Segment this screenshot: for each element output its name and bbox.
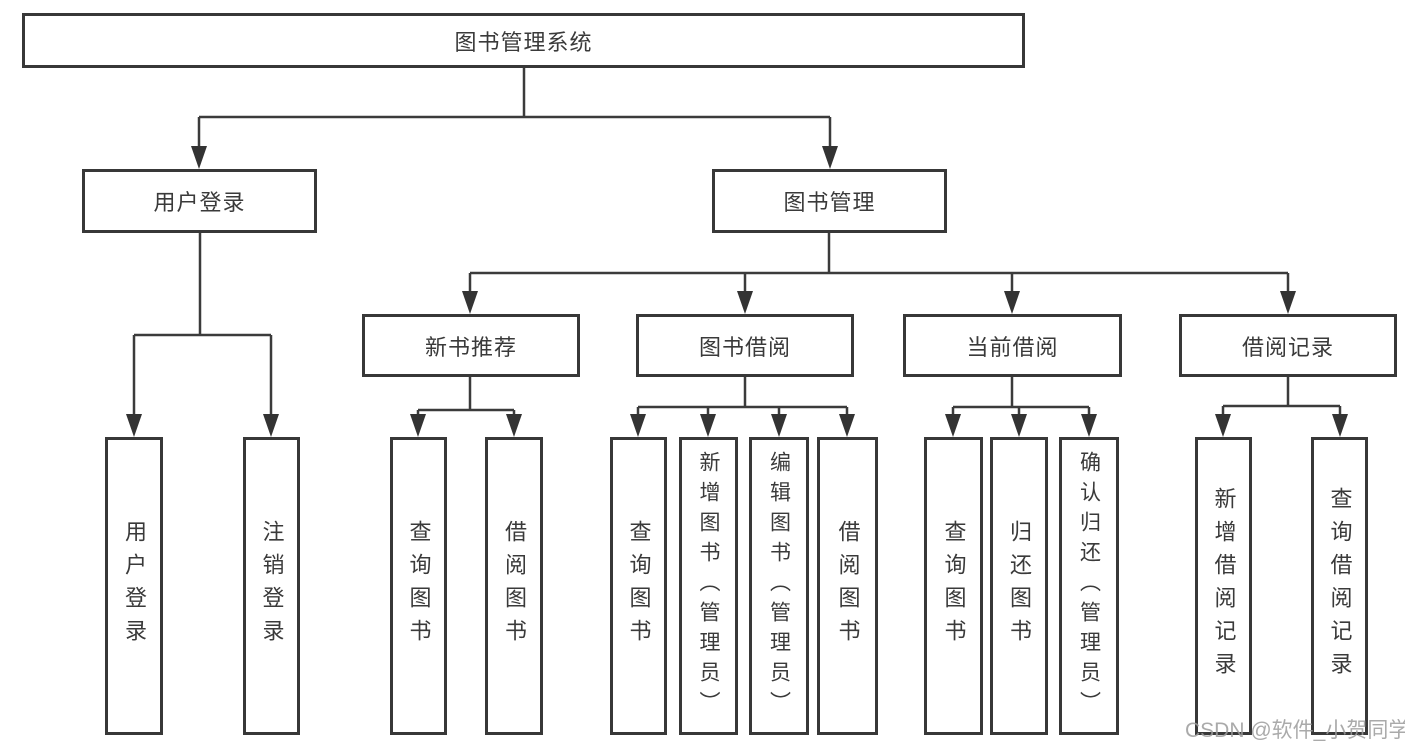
node-user-login: 用户登录 bbox=[82, 169, 317, 233]
leaf-add-borrow-record: 新增借阅记录 bbox=[1195, 437, 1252, 735]
leaf-add-book-admin: 新增图书（管理员） bbox=[679, 437, 738, 735]
node-label: 当前借阅 bbox=[966, 334, 1059, 360]
node-label: 图书管理系统 bbox=[454, 29, 593, 55]
arrowheads bbox=[126, 146, 1348, 437]
leaf-borrow-books-recommend: 借阅图书 bbox=[485, 437, 543, 735]
leaf-label: 编辑图书（管理员） bbox=[767, 451, 791, 721]
node-label: 新书推荐 bbox=[424, 334, 517, 360]
leaf-return-book: 归还图书 bbox=[990, 437, 1048, 735]
node-root-system: 图书管理系统 bbox=[22, 13, 1025, 68]
node-label: 图书借阅 bbox=[698, 334, 791, 360]
leaf-edit-book-admin: 编辑图书（管理员） bbox=[749, 437, 809, 735]
node-label: 借阅记录 bbox=[1241, 334, 1334, 360]
node-label: 图书管理 bbox=[783, 190, 876, 215]
leaf-confirm-return-admin: 确认归还（管理员） bbox=[1059, 437, 1119, 735]
node-book-borrowing: 图书借阅 bbox=[636, 314, 854, 377]
node-borrowing-records: 借阅记录 bbox=[1179, 314, 1397, 377]
node-label: 用户登录 bbox=[153, 190, 246, 215]
leaf-label: 借阅图书 bbox=[502, 520, 527, 652]
leaf-label: 查询图书 bbox=[941, 520, 967, 652]
leaf-label: 查询图书 bbox=[406, 520, 432, 652]
leaf-label: 归还图书 bbox=[1007, 520, 1032, 652]
leaf-user-login: 用户登录 bbox=[105, 437, 163, 735]
leaf-label: 新增借阅记录 bbox=[1211, 487, 1237, 685]
csdn-watermark: CSDN @软件_小贺同学 bbox=[1185, 719, 1405, 742]
leaf-borrow-books: 借阅图书 bbox=[817, 437, 878, 735]
leaf-label: 注销登录 bbox=[259, 520, 285, 652]
leaf-label: 查询借阅记录 bbox=[1327, 487, 1353, 685]
node-current-borrowing: 当前借阅 bbox=[903, 314, 1122, 377]
leaf-label: 查询图书 bbox=[626, 520, 652, 652]
node-new-book-recommendation: 新书推荐 bbox=[362, 314, 580, 377]
leaf-label: 用户登录 bbox=[122, 520, 147, 652]
node-book-management: 图书管理 bbox=[712, 169, 947, 233]
leaf-query-books-current: 查询图书 bbox=[924, 437, 983, 735]
leaf-label: 新增图书（管理员） bbox=[697, 451, 720, 721]
leaf-label: 借阅图书 bbox=[835, 520, 861, 652]
leaf-logout: 注销登录 bbox=[243, 437, 300, 735]
leaf-query-borrow-record: 查询借阅记录 bbox=[1311, 437, 1368, 735]
connector-paths bbox=[132, 68, 1342, 417]
leaf-query-books-borrow: 查询图书 bbox=[610, 437, 667, 735]
leaf-label: 确认归还（管理员） bbox=[1077, 451, 1101, 721]
leaf-query-books-recommend: 查询图书 bbox=[390, 437, 447, 735]
